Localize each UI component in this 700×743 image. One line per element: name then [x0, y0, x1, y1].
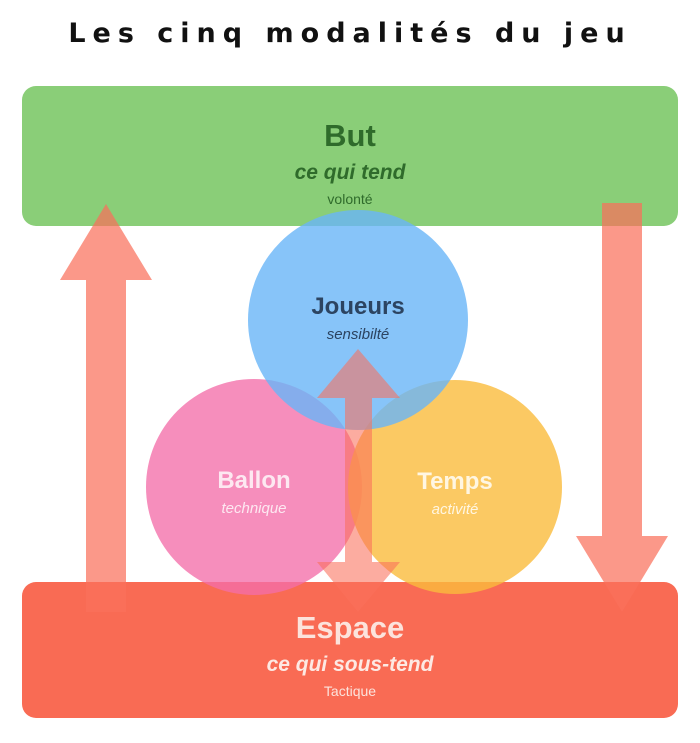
band-but-note: volonté	[327, 191, 373, 207]
circle-temps-title: Temps	[417, 468, 493, 495]
band-espace-title: Espace	[295, 610, 405, 645]
circle-joueurs: Joueurs sensibilté	[248, 210, 468, 430]
arrow-down-right-icon	[576, 203, 668, 612]
band-but: But ce qui tend volonté	[22, 86, 678, 226]
page-title: Les cinq modalités du jeu	[68, 18, 632, 49]
band-espace: Espace ce qui sous-tend Tactique	[22, 582, 678, 718]
circle-ballon-subtitle: technique	[221, 500, 287, 517]
circle-ballon-title: Ballon	[217, 467, 291, 494]
band-espace-subtitle: ce qui sous-tend	[266, 653, 434, 676]
band-but-title: But	[324, 118, 376, 153]
band-but-subtitle: ce qui tend	[294, 161, 406, 184]
arrow-up-left-icon	[60, 204, 152, 612]
circle-joueurs-title: Joueurs	[311, 293, 405, 320]
circle-joueurs-subtitle: sensibilté	[326, 326, 390, 343]
circle-temps-subtitle: activité	[431, 501, 479, 518]
band-espace-note: Tactique	[323, 683, 377, 699]
